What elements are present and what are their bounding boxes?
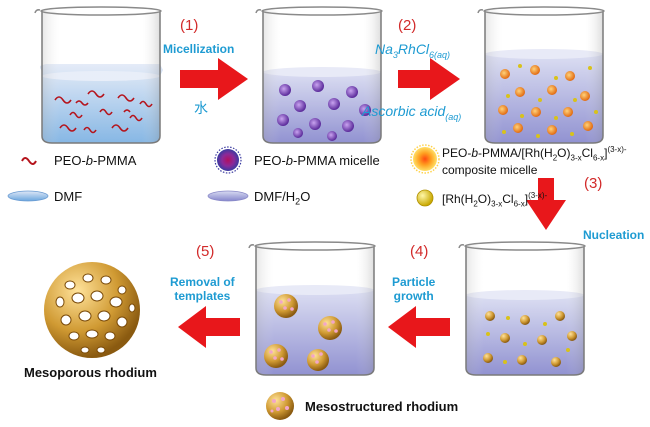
legend-micelle-label: PEO-b-PMMA micelle [254, 153, 380, 168]
legend-dmf-water-label: DMF/H2O [254, 189, 311, 207]
legend-composite-label: PEO-b-PMMA/[Rh(H2O)3-xCl6-x](3-x)- [442, 145, 627, 163]
step1-arrow [180, 58, 248, 100]
legend-micelle-icon [214, 146, 242, 174]
step3-label: Nucleation [583, 228, 645, 242]
step2-number: (2) [398, 17, 417, 34]
step5-number: (5) [196, 243, 215, 260]
beaker-nucleation [458, 241, 586, 376]
step3-number: (3) [584, 175, 603, 192]
step2-arrow [398, 58, 460, 100]
legend-composite-icon [410, 144, 440, 174]
mesoporous-rhodium-label: Mesoporous rhodium [24, 365, 157, 380]
step4-number: (4) [410, 243, 429, 260]
rh-complex-dots-2 [486, 316, 570, 364]
step4-arrow [388, 306, 450, 348]
legend-polymer-label: PEO-b-PMMA [54, 153, 137, 168]
legend-mesostructured-icon [266, 392, 294, 420]
step3-arrow [526, 178, 566, 230]
step2-reagent-top: Na3RhCl6(aq) [375, 41, 451, 60]
polymer-chains [54, 90, 153, 134]
beaker-dmf-polymer [34, 6, 163, 144]
legend-dmf-water-icon [207, 190, 249, 202]
step5-arrow [178, 306, 240, 348]
composite-micelle-particles [498, 65, 593, 135]
beaker-composite-micelles [477, 6, 605, 144]
rh-complex-dots [502, 64, 598, 138]
step2-reagent-bottom: Ascorbic acid(aq) [362, 103, 462, 122]
step1-number: (1) [180, 17, 199, 34]
legend-polymer-icon [21, 157, 37, 165]
legend-rh-complex-label: [Rh(H2O)3-xCl6-x](3-x)- [442, 191, 548, 209]
legend-dmf-icon [7, 190, 49, 202]
mesoporous-rhodium-sphere [44, 262, 140, 358]
legend-rh-complex-icon [416, 189, 434, 207]
step1-solvent: 水 [194, 100, 208, 116]
rh-nuclei [483, 311, 577, 367]
legend-composite-label-line2: composite micelle [442, 163, 538, 177]
mesostructured-rhodium-label: Mesostructured rhodium [305, 399, 459, 414]
legend-dmf-label: DMF [54, 189, 83, 204]
beaker-micelles [255, 6, 383, 144]
step1-label: Micellization [163, 42, 235, 56]
mesostructured-pores [269, 298, 338, 364]
legend-mesostructured-pores [270, 397, 289, 413]
beaker-mesostructured [248, 241, 376, 376]
mesostructured-particles [264, 294, 342, 371]
micelle-particles [277, 80, 371, 141]
